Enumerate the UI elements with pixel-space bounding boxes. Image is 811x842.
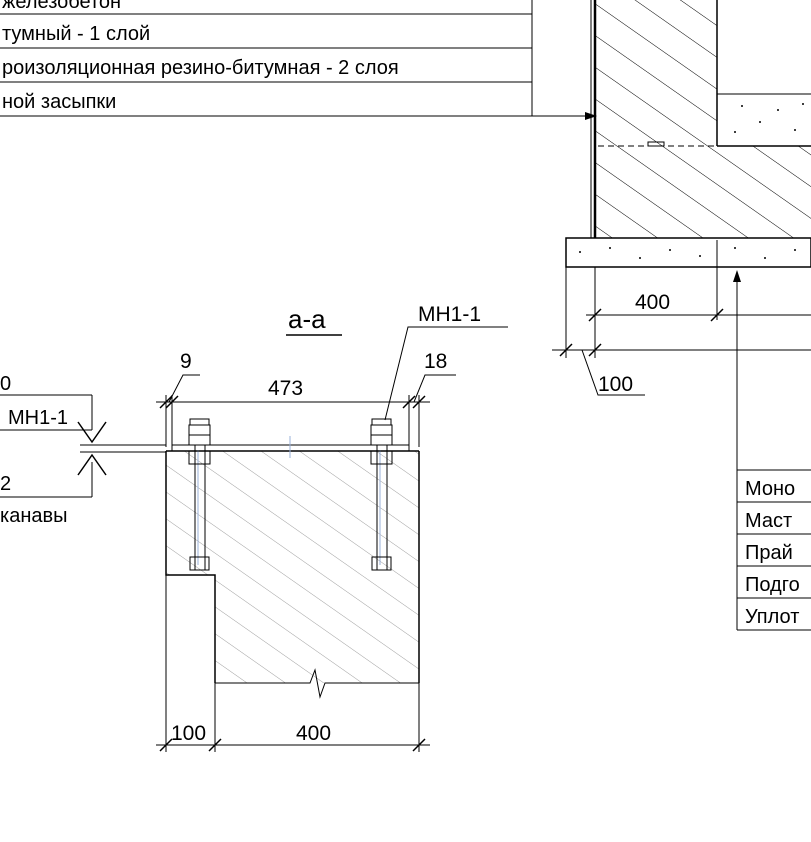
left-label-mh: МН1-1 bbox=[8, 407, 68, 429]
mark-mh-label: МН1-1 bbox=[418, 303, 481, 326]
dim-400-right: 400 bbox=[635, 291, 670, 314]
anchor-bolt-right bbox=[370, 418, 393, 571]
right-table: Моно Маст Прай Подго Уплот bbox=[737, 469, 811, 631]
right-table-row-2: Маст bbox=[745, 510, 792, 532]
mark-mh-leader: МН1-1 bbox=[384, 303, 508, 421]
leader-label-4: ной засыпки bbox=[2, 91, 116, 113]
dim-9: 9 bbox=[180, 350, 192, 373]
dim-100-right: 100 bbox=[598, 373, 633, 396]
section-title-text: а-а bbox=[288, 304, 326, 334]
dim-400-bottom: 400 bbox=[296, 722, 331, 745]
right-table-row-4: Подго bbox=[745, 574, 800, 596]
left-label-kanavy: канавы bbox=[0, 505, 67, 527]
right-table-row-1: Моно bbox=[745, 478, 795, 500]
dim-473: 473 bbox=[268, 377, 303, 400]
left-callouts: 0 МН1-1 2 канавы bbox=[0, 373, 166, 527]
right-dimensions: 400 100 bbox=[552, 240, 811, 396]
right-table-row-5: Уплот bbox=[745, 606, 799, 628]
top-dimension: 9 473 18 bbox=[156, 350, 456, 447]
leader-label-1: железобетон bbox=[2, 0, 121, 13]
concrete-dots-lower bbox=[579, 247, 796, 259]
right-table-row-3: Прай bbox=[745, 542, 793, 564]
dim-100-bottom: 100 bbox=[171, 722, 206, 745]
left-label-0: 0 bbox=[0, 373, 11, 395]
dim-18: 18 bbox=[424, 350, 447, 373]
leader-label-3: роизоляционная резино-битумная - 2 слоя bbox=[2, 57, 399, 79]
level-arrow-down-icon bbox=[77, 421, 107, 444]
left-label-2: 2 bbox=[0, 473, 11, 495]
concrete-dots-upper bbox=[734, 103, 804, 133]
wall-section bbox=[565, 0, 811, 630]
anchor-bolt-left bbox=[188, 418, 211, 571]
leader-table: железобетон тумный - 1 слой роизоляционн… bbox=[0, 0, 597, 120]
leader-up-arrow-icon bbox=[733, 270, 741, 282]
level-arrow-up-icon bbox=[77, 453, 107, 476]
section-title: а-а bbox=[286, 304, 342, 336]
leader-label-2: тумный - 1 слой bbox=[2, 23, 150, 45]
bottom-dimension: 100 400 bbox=[156, 575, 430, 752]
section-body bbox=[165, 436, 420, 699]
